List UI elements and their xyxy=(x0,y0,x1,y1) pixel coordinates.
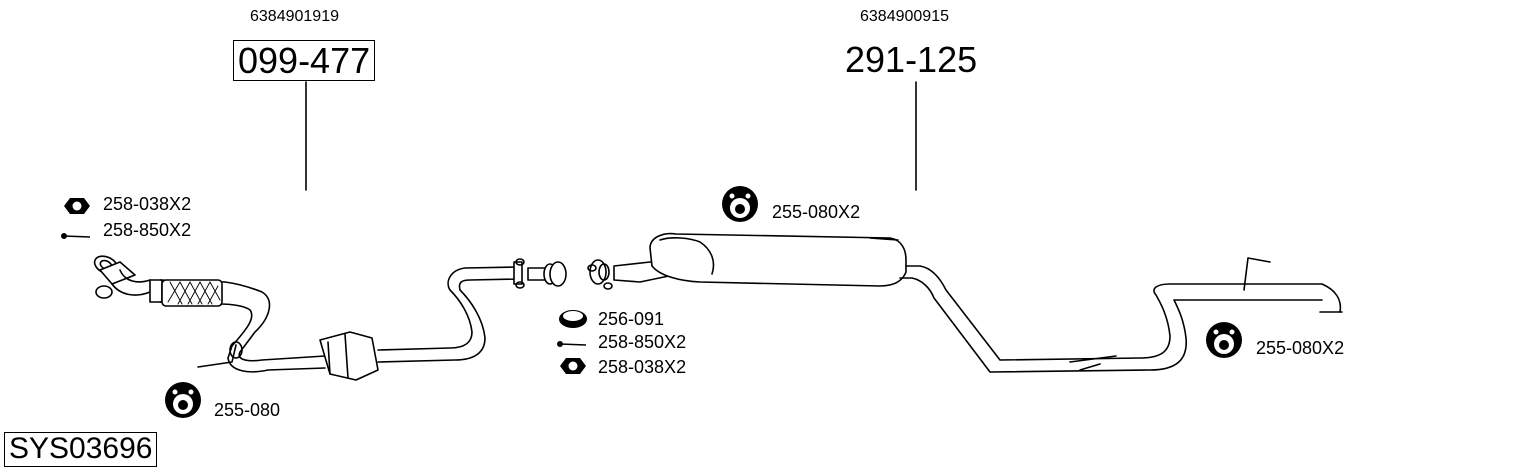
front-pipe-oem-number: 6384901919 xyxy=(250,8,339,25)
catalytic-converter xyxy=(319,266,521,381)
bolt-icon xyxy=(557,341,587,347)
rear-silencer xyxy=(613,232,1343,373)
center-hanger-label[interactable]: 255-080X2 xyxy=(772,202,861,222)
front-pipe xyxy=(111,269,326,373)
rubber-hanger-icon xyxy=(1206,322,1242,358)
rear-hanger-label[interactable]: 255-080X2 xyxy=(1256,338,1345,358)
rubber-hanger-icon xyxy=(722,186,758,222)
middle-joint xyxy=(513,258,613,290)
gasket-icon xyxy=(559,310,587,328)
mid-gasket-label[interactable]: 256-091 xyxy=(598,309,665,329)
system-code: SYS03696 xyxy=(4,432,158,467)
rear-silencer-part-number[interactable]: 291-125 xyxy=(845,39,978,80)
front-hanger-label[interactable]: 255-080 xyxy=(214,400,281,420)
nut-icon xyxy=(560,358,586,374)
mid-bolt-label[interactable]: 258-850X2 xyxy=(598,332,687,352)
bolt-icon xyxy=(61,233,91,239)
front-flange xyxy=(93,255,136,299)
front-bolt-label[interactable]: 258-850X2 xyxy=(103,220,192,240)
rubber-hanger-icon xyxy=(165,382,201,418)
mid-nut-label[interactable]: 258-038X2 xyxy=(598,357,687,377)
rear-silencer-oem-number: 6384900915 xyxy=(860,8,949,25)
front-nut-label[interactable]: 258-038X2 xyxy=(103,194,192,214)
nut-icon xyxy=(64,198,90,214)
front-pipe-part-number[interactable]: 099-477 xyxy=(233,40,376,81)
